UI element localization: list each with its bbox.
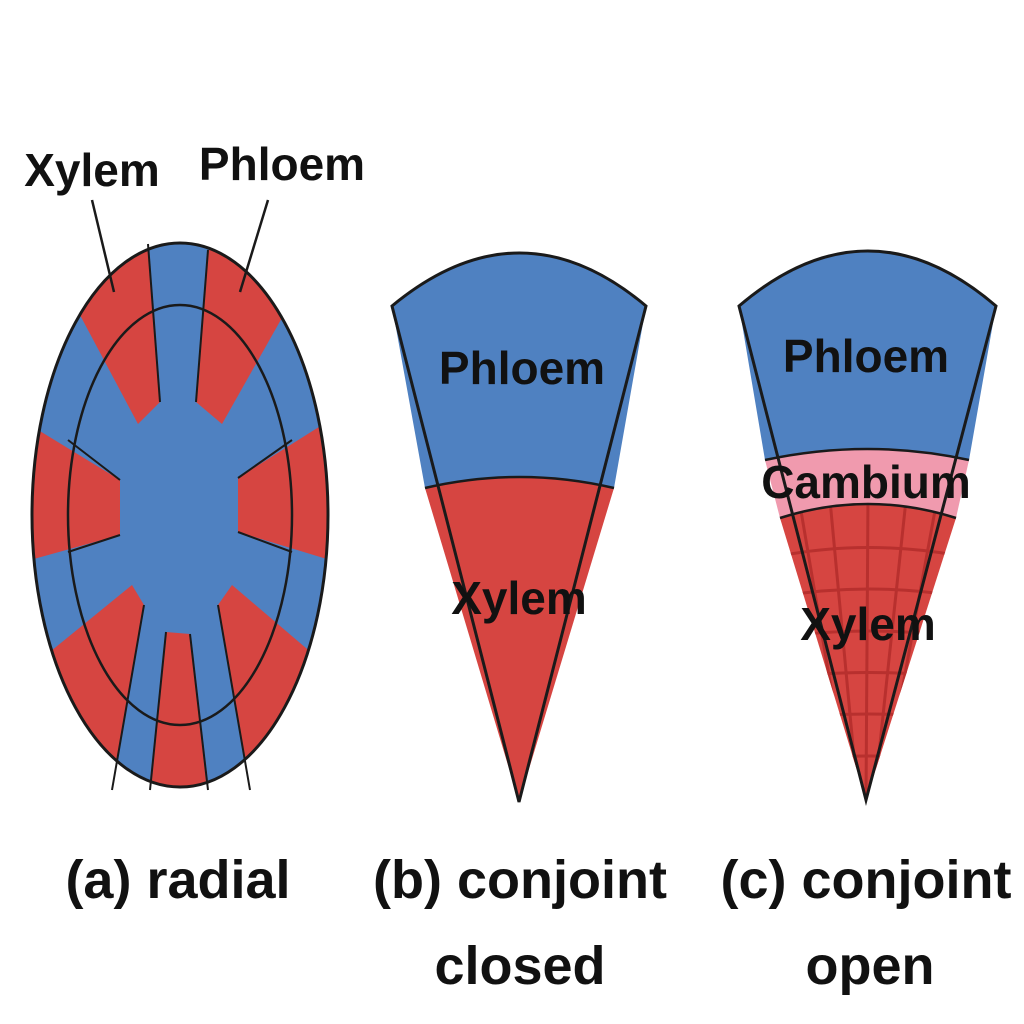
xylem-leader-line [90, 199, 116, 293]
closed-phloem-label: Phloem [439, 342, 605, 394]
conjoint-closed-bundle: Phloem Xylem (b) conjoint closed [373, 251, 667, 996]
closed-caption-line2: closed [434, 936, 605, 996]
open-cambium-label: Cambium [761, 456, 971, 508]
open-outline [737, 249, 998, 806]
open-caption-line2: open [806, 936, 935, 996]
closed-caption-line1: (b) conjoint [373, 850, 667, 910]
open-phloem-label: Phloem [783, 330, 949, 382]
open-cambium-region [765, 449, 969, 518]
radial-phloem-label: Phloem [199, 138, 365, 190]
closed-phloem-region [392, 253, 646, 488]
open-caption-line1: (c) conjoint [721, 850, 1012, 910]
radial-bundle: Xylem Phloem (a) radial [24, 138, 365, 910]
open-cambium-bottom-line [779, 502, 957, 520]
phloem-leader-line [238, 199, 270, 293]
closed-outline [390, 251, 648, 803]
closed-xylem-region [425, 477, 614, 802]
radial-outline [30, 241, 330, 789]
conjoint-open-bundle: Phloem Cambium Xylem (c) conjoint open [721, 249, 1012, 996]
open-phloem-region [739, 251, 996, 460]
radial-divider-lines [67, 243, 293, 791]
radial-inner-ring [66, 303, 294, 727]
radial-xylem-arm [150, 632, 208, 787]
radial-caption: (a) radial [65, 850, 290, 910]
open-cambium-top-line [764, 447, 970, 462]
radial-xylem-label: Xylem [24, 144, 160, 196]
open-xylem-label: Xylem [800, 598, 936, 650]
radial-xylem-arm [32, 425, 120, 560]
closed-xylem-label: Xylem [451, 572, 587, 624]
radial-xylem-arm [238, 420, 328, 560]
closed-boundary-line [424, 475, 615, 490]
